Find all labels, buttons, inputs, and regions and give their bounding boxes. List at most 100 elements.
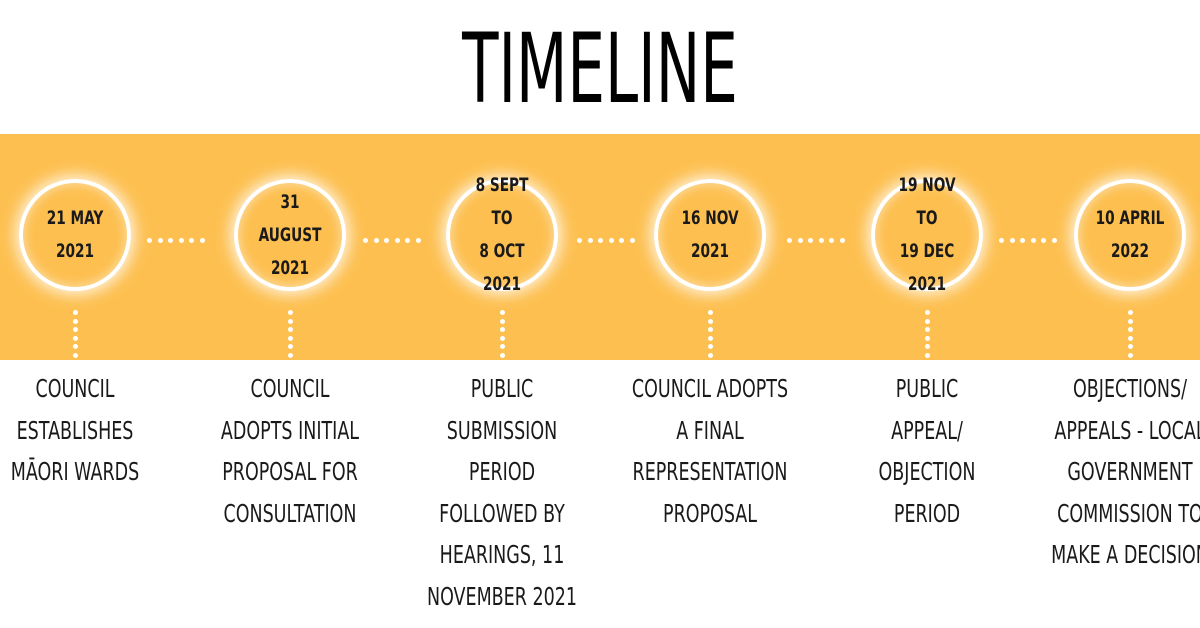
dot <box>499 344 505 350</box>
dot <box>818 237 824 243</box>
dot <box>587 237 593 243</box>
vertical-dotted-connector <box>72 310 78 358</box>
dot <box>1127 310 1133 315</box>
dot <box>924 344 930 350</box>
horizontal-dotted-connector <box>363 237 421 243</box>
dot <box>924 310 930 315</box>
description-line: MAKE A DECISION <box>1051 540 1200 569</box>
dot <box>499 335 505 341</box>
horizontal-dotted-connector <box>577 237 635 243</box>
description-line: MĀORI WARDS <box>10 457 140 486</box>
description-line: HEARINGS, 11 <box>439 540 565 569</box>
dot <box>797 237 803 243</box>
dot <box>287 352 293 358</box>
timeline-node-circle: 19 NOV TO 19 DEC 2021 <box>871 174 983 295</box>
description-line: PUBLIC <box>470 374 534 403</box>
description-line: APPEALS - LOCAL <box>1054 415 1200 445</box>
dot <box>707 335 713 341</box>
description-line: PROPOSAL <box>663 498 757 528</box>
dot <box>287 310 293 315</box>
dot <box>619 237 625 243</box>
description-line: REPRESENTATION <box>632 457 788 486</box>
dot <box>577 237 582 243</box>
dot <box>72 352 78 358</box>
dot <box>1127 335 1133 341</box>
page-title: TIMELINE <box>462 13 738 125</box>
dot <box>287 344 293 350</box>
timeline-date: 10 APRIL 2022 <box>1095 207 1165 262</box>
dot <box>924 318 930 324</box>
dot <box>629 237 635 243</box>
description-line: NOVEMBER 2021 <box>426 581 577 611</box>
dot <box>924 327 930 333</box>
timeline-node-circle: 16 NOV 2021 <box>654 179 766 291</box>
dot <box>999 237 1004 243</box>
dot <box>384 237 390 243</box>
description-line: COUNCIL <box>35 374 115 403</box>
dot <box>499 318 505 324</box>
dot <box>157 237 163 243</box>
horizontal-dotted-connector <box>999 237 1057 243</box>
dot <box>924 335 930 341</box>
dot <box>1041 237 1047 243</box>
vertical-dotted-connector <box>287 310 293 358</box>
timeline-band <box>0 134 1200 360</box>
dot <box>839 237 845 243</box>
timeline-node-circle: 8 SEPT TO 8 OCT 2021 <box>446 174 558 295</box>
dot <box>707 310 713 315</box>
timeline-node-circle: 21 MAY 2021 <box>19 179 131 291</box>
vertical-dotted-connector <box>499 310 505 358</box>
dot <box>72 344 78 350</box>
description-line: APPEAL/ <box>891 415 963 445</box>
dot <box>415 237 421 243</box>
timeline-date: 31 AUGUST 2021 <box>258 190 322 279</box>
dot <box>787 237 792 243</box>
description-line: GOVERNMENT <box>1067 457 1193 486</box>
dot <box>707 327 713 333</box>
description-line: OBJECTIONS/ <box>1073 374 1187 403</box>
description-line: PUBLIC <box>895 374 959 403</box>
dot <box>72 310 78 315</box>
dot <box>598 237 604 243</box>
dot <box>1127 318 1133 324</box>
description-line: FOLLOWED BY <box>439 498 565 528</box>
dot <box>147 237 152 243</box>
dot <box>363 237 368 243</box>
dot <box>168 237 174 243</box>
dot <box>72 318 78 324</box>
timeline-date: 21 MAY 2021 <box>46 207 104 262</box>
dot <box>405 237 411 243</box>
dot <box>72 335 78 341</box>
vertical-dotted-connector <box>924 310 930 358</box>
dot <box>373 237 379 243</box>
dot <box>199 237 205 243</box>
vertical-dotted-connector <box>1127 310 1133 358</box>
dot <box>189 237 195 243</box>
dot <box>499 352 505 358</box>
dot <box>72 327 78 333</box>
dot <box>499 310 505 315</box>
dot <box>829 237 835 243</box>
dot <box>707 344 713 350</box>
timeline-date: 16 NOV 2021 <box>681 207 739 262</box>
timeline-node-circle: 10 APRIL 2022 <box>1074 179 1186 291</box>
description-line: PERIOD <box>893 498 961 528</box>
dot <box>707 352 713 358</box>
dot <box>394 237 400 243</box>
description-line: COMMISSION TO <box>1057 498 1200 528</box>
timeline-description: COUNCIL ADOPTS A FINAL REPRESENTATION PROPO… <box>626 368 794 534</box>
timeline-node-circle: 31 AUGUST 2021 <box>234 179 346 291</box>
description-line: SUBMISSION <box>446 415 558 445</box>
description-line: A FINAL <box>676 415 744 445</box>
dot <box>1127 327 1133 333</box>
dot <box>1009 237 1015 243</box>
description-line: COUNCIL <box>250 374 330 403</box>
description-line: ADOPTS INITIAL <box>220 415 360 445</box>
dot <box>608 237 614 243</box>
description-line: COUNCIL ADOPTS <box>631 374 789 403</box>
vertical-dotted-connector <box>707 310 713 358</box>
